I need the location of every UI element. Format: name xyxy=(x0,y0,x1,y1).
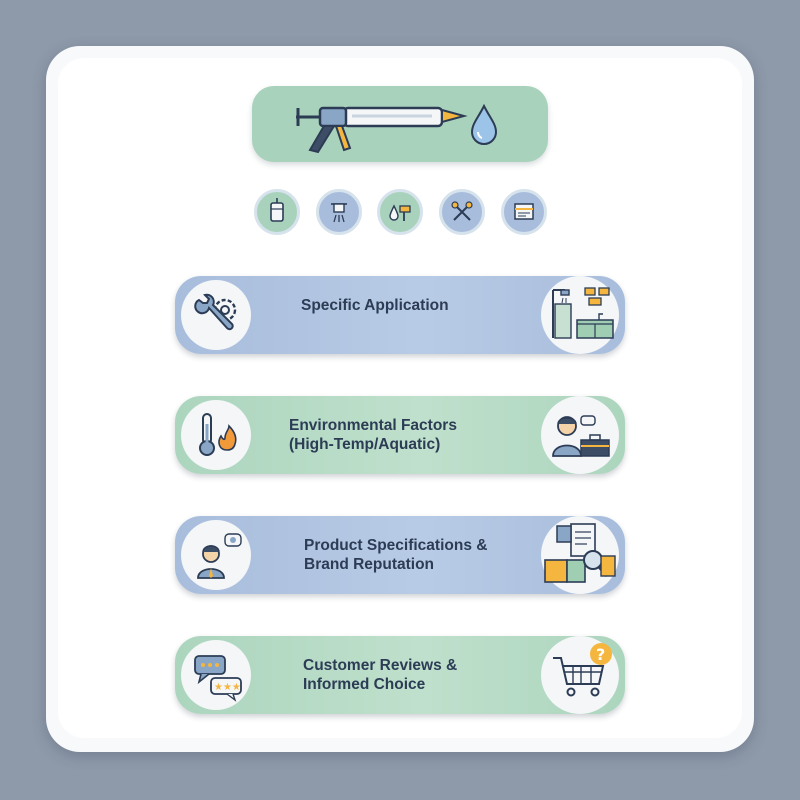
crossed-tools-icon xyxy=(451,201,473,221)
mini-icon-3 xyxy=(377,189,423,235)
step1-label: Specific Application xyxy=(301,297,449,314)
mini-icon-1 xyxy=(254,189,300,235)
step4-left-circle: ★★★ xyxy=(181,640,251,710)
step2-label-line1: Environmental Factors xyxy=(289,417,457,434)
step3-left-circle xyxy=(181,520,251,590)
mini-icon-4 xyxy=(439,189,485,235)
step2-left-circle xyxy=(181,400,251,470)
step4-label-line1: Customer Reviews & xyxy=(303,657,458,674)
cartridge-icon xyxy=(270,198,284,222)
step-product-specifications: Product Specifications & Brand Reputatio… xyxy=(175,516,625,594)
cart-question-icon: ? xyxy=(553,643,612,697)
review-bubbles-icon: ★★★ xyxy=(194,655,242,702)
window-icon xyxy=(514,203,534,220)
step-customer-reviews: ★★★ Customer Reviews & Informed Choice ? xyxy=(175,636,625,714)
mini-icon-5 xyxy=(501,189,547,235)
step-environmental-factors: Environmental Factors (High-Temp/Aquatic… xyxy=(175,396,625,474)
consultant-toolbox-icon xyxy=(552,415,610,457)
drop-hammer-icon xyxy=(389,204,411,221)
person-badge-icon xyxy=(197,533,242,579)
step3-right-circle xyxy=(541,516,619,594)
step-specific-application: Specific Application xyxy=(175,276,625,354)
step4-right-circle: ? xyxy=(541,636,619,714)
mini-icon-2 xyxy=(316,189,362,235)
step3-label-line2: Brand Reputation xyxy=(304,556,435,573)
bathroom-kitchen-icon xyxy=(552,287,614,339)
shower-icon xyxy=(331,203,347,223)
svg-text:★★★: ★★★ xyxy=(214,682,241,693)
step4-label-line2: Informed Choice xyxy=(303,676,426,693)
step3-label-line1: Product Specifications & xyxy=(304,537,488,554)
wrench-gear-icon xyxy=(194,293,237,331)
thermometer-flame-icon xyxy=(199,413,237,456)
step2-right-circle xyxy=(541,396,619,474)
step1-right-circle xyxy=(541,276,619,354)
hero-banner xyxy=(252,86,548,162)
boxes-checklist-icon xyxy=(544,523,616,583)
step2-label-line2: (High-Temp/Aquatic) xyxy=(289,436,441,453)
svg-text:?: ? xyxy=(596,645,605,664)
caulk-gun-icon xyxy=(296,106,468,154)
step1-left-circle xyxy=(181,280,251,350)
